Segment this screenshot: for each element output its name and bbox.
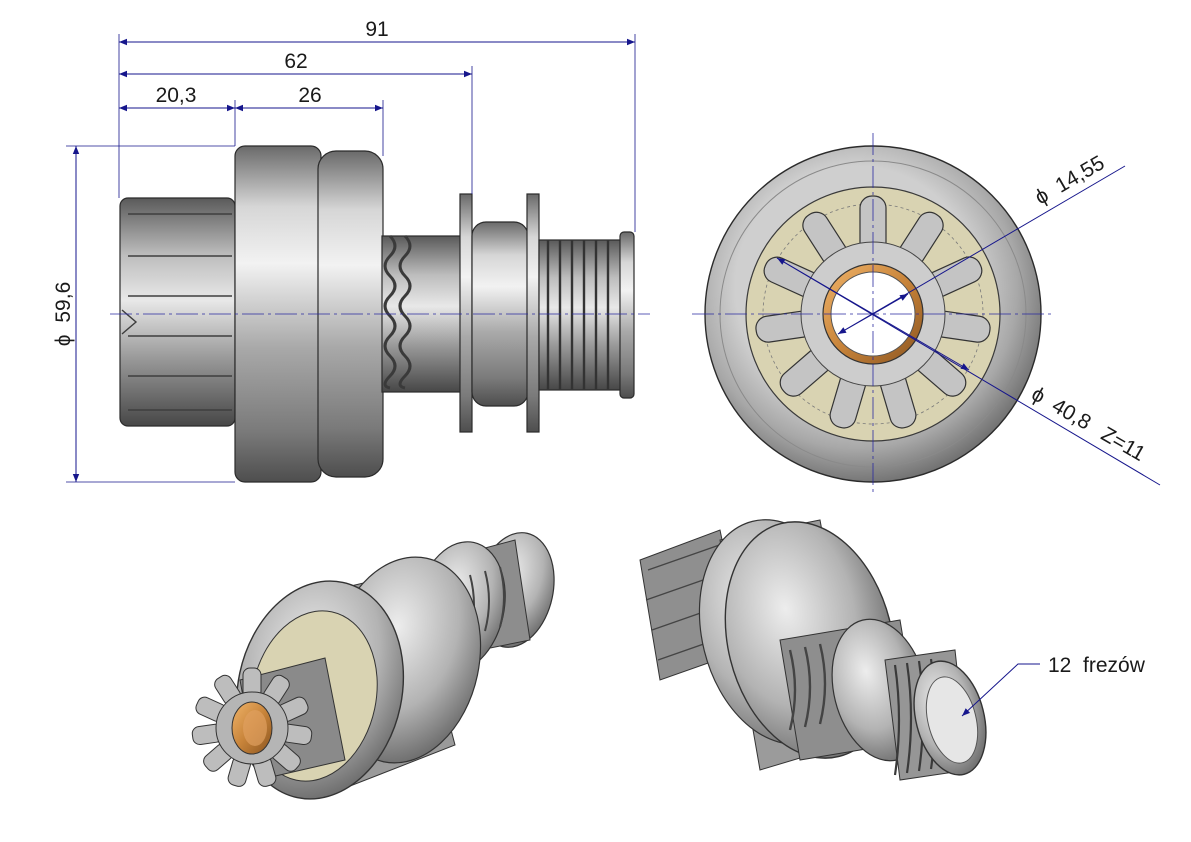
dim-pinion-length: 20,3 [119,84,235,112]
teeth-count: Z=11 [1097,423,1149,466]
dim-outer-diameter: ϕ 59,6 [52,146,80,482]
sleeve-side [381,193,540,433]
bore-diameter-symbol: ϕ [1031,184,1053,210]
extension-lines [66,34,636,483]
overall-length-value: 91 [365,18,388,41]
clutch-length-value: 26 [298,84,321,107]
splines-leader: 12 frezów [961,654,1146,717]
outer-diameter-value: 59,6 [52,282,75,323]
threaded-shaft-side [538,231,635,399]
svg-text:ϕ 40,8 Z=11: ϕ 40,8 Z=11 [1028,382,1150,466]
isometric-view-rear [639,519,987,781]
bore-diameter-value: 14,55 [1051,151,1108,197]
pitch-diameter-symbol: ϕ [1028,382,1050,408]
dim-clutch-length: 26 [235,84,383,112]
svg-text:ϕ 59,6: ϕ 59,6 [52,282,75,346]
pinion-side [119,197,236,427]
shaft-length-value: 62 [284,50,307,73]
diameter-symbol: ϕ [52,334,75,346]
splines-label: 12 frezów [1048,654,1146,677]
pitch-diameter-value: 40,8 [1048,394,1095,434]
dim-shaft-length: 62 [119,50,472,78]
svg-text:ϕ 14,55: ϕ 14,55 [1031,151,1108,209]
pinion-length-value: 20,3 [156,84,197,107]
dim-overall-length: 91 [119,18,635,46]
isometric-view-front [191,532,555,800]
